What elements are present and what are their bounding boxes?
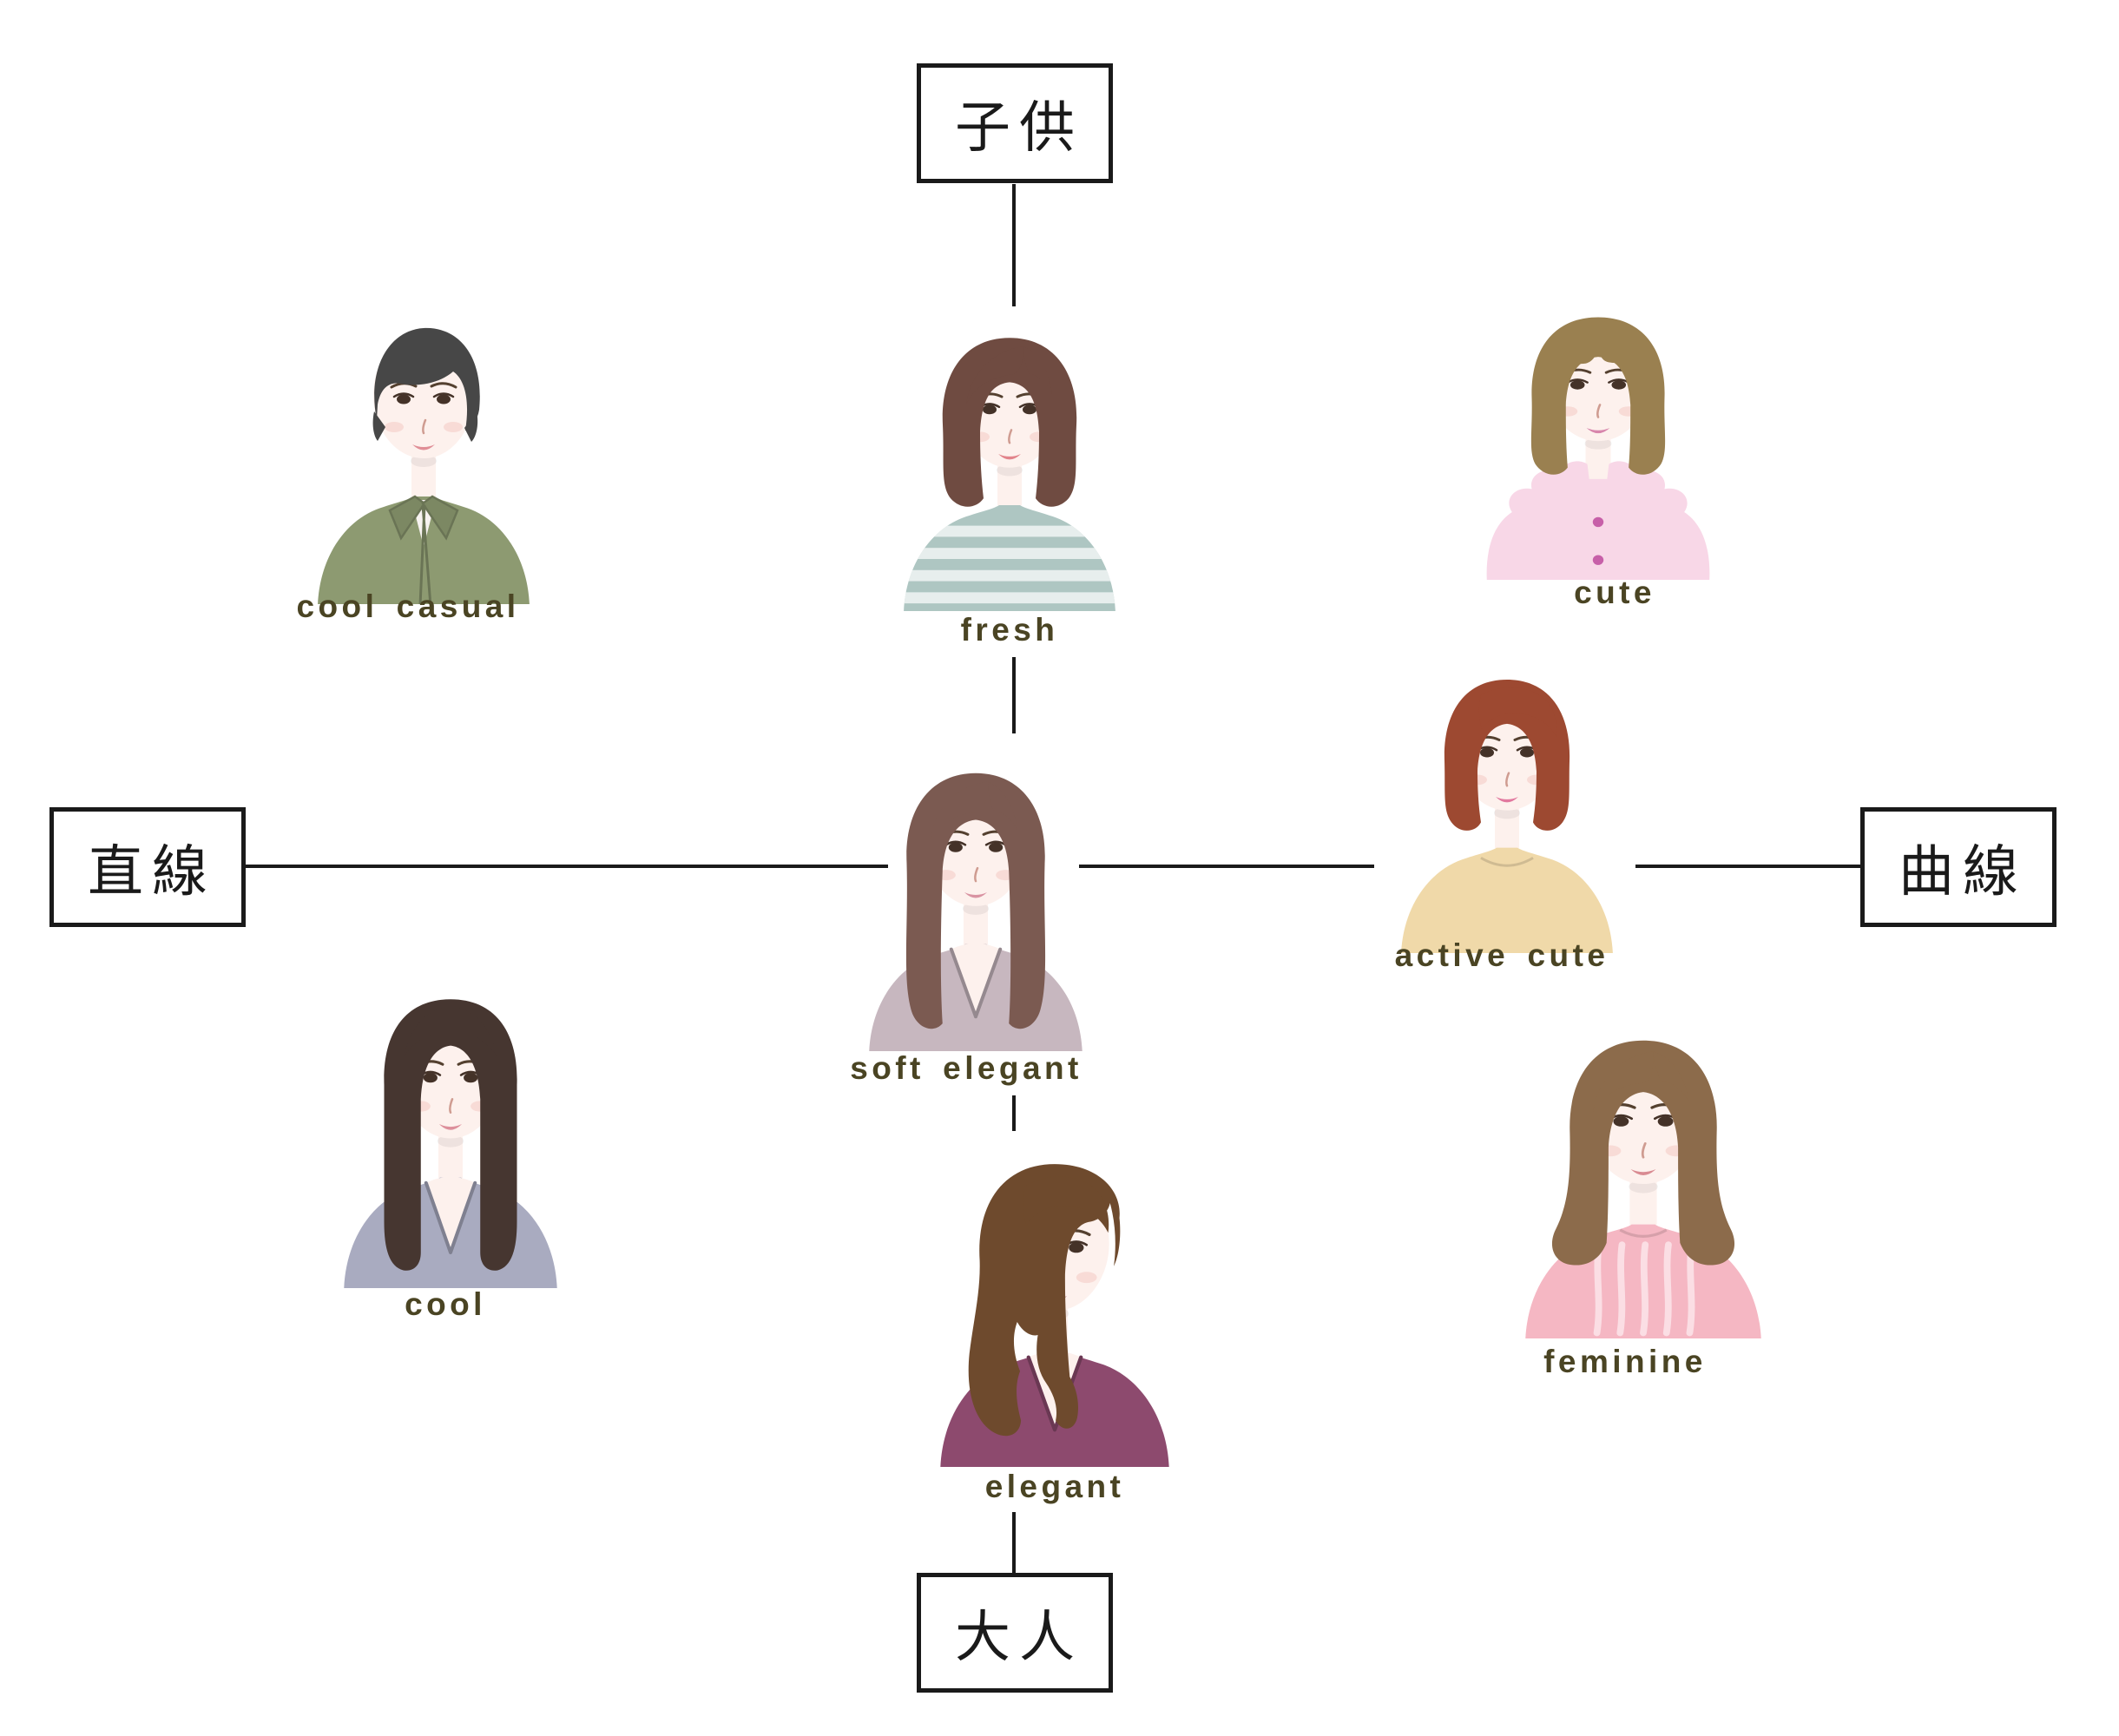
face-type-label-cool-casual: cool casual <box>296 589 520 624</box>
portrait-illustration-cool-casual <box>318 327 530 604</box>
portrait-illustration-cool <box>344 999 557 1288</box>
vertical-axis-line-segment <box>1012 1512 1016 1574</box>
vertical-axis-line-segment <box>1012 184 1016 306</box>
axis-box-curved: 曲線 <box>1860 807 2056 927</box>
portrait-elegant <box>914 1123 1195 1467</box>
face-type-label-cool: cool <box>405 1286 486 1322</box>
axis-label-straight: 直線 <box>88 840 216 903</box>
horizontal-axis-line-segment <box>1079 865 1374 868</box>
vertical-axis-line-segment <box>1012 1095 1016 1131</box>
face-type-label-active-cute: active cute <box>1394 937 1609 973</box>
portrait-illustration-fresh <box>904 338 1115 611</box>
horizontal-axis-line-segment <box>246 865 888 868</box>
axis-box-adult: 大人 <box>917 1573 1113 1693</box>
portrait-illustration-elegant <box>940 1164 1169 1467</box>
face-type-label-feminine: feminine <box>1543 1344 1707 1379</box>
axis-label-adult: 大人 <box>955 1606 1083 1668</box>
portrait-active-cute <box>1377 639 1637 953</box>
portrait-feminine <box>1498 998 1788 1338</box>
face-type-label-fresh: fresh <box>960 612 1059 648</box>
portrait-cool-casual <box>293 283 554 604</box>
portrait-cool <box>319 958 582 1288</box>
portrait-cute <box>1464 274 1733 580</box>
face-type-label-soft-elegant: soft elegant <box>850 1050 1083 1086</box>
portrait-illustration-active-cute <box>1401 679 1613 953</box>
portrait-illustration-cute <box>1486 317 1710 580</box>
axis-label-curved: 曲線 <box>1899 840 2027 903</box>
face-type-label-elegant: elegant <box>984 1469 1125 1504</box>
horizontal-axis-line-segment <box>1635 865 1861 868</box>
portrait-fresh <box>879 295 1140 611</box>
vertical-axis-line-segment <box>1012 657 1016 733</box>
axis-label-child: 子供 <box>955 96 1083 159</box>
portrait-soft-elegant <box>845 732 1107 1051</box>
portrait-illustration-soft-elegant <box>869 773 1083 1051</box>
face-type-label-cute: cute <box>1574 575 1655 610</box>
axis-box-straight: 直線 <box>49 807 246 927</box>
axis-box-child: 子供 <box>917 63 1113 183</box>
portrait-illustration-feminine <box>1525 1040 1761 1338</box>
